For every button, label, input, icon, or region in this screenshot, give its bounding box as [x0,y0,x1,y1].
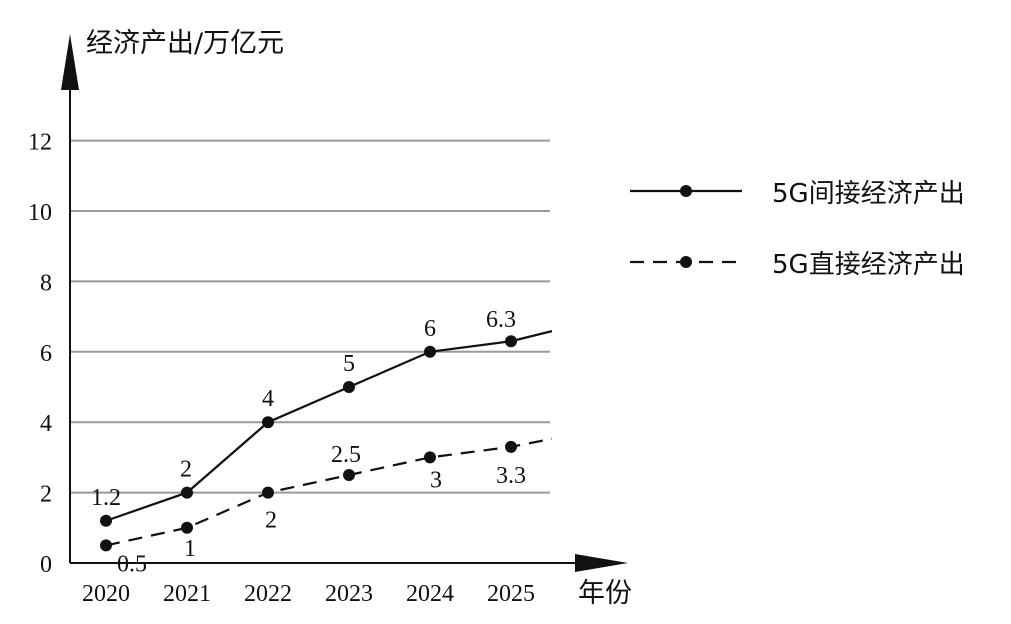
y-tick-label-4: 4 [40,411,52,437]
grid-layer [70,139,550,494]
x-axis-title: 年份 [578,578,632,609]
legend: 5G间接经济产出 5G直接经济产出 [630,179,965,280]
data-label-direct-2020: 0.5 [117,551,147,577]
x-axis-arrow [575,554,628,572]
data-point-indirect-2022 [262,416,274,429]
data-point-indirect-2023 [343,381,355,393]
data-label-direct-2021: 1 [184,536,196,562]
y-axis-arrow [61,34,79,90]
y-tick-label-8: 8 [40,270,52,296]
data-point-direct-2025 [505,440,517,453]
data-label-direct-2025: 3.3 [496,463,526,489]
series-layer [100,330,552,552]
data-point-indirect-2024 [424,345,436,358]
data-label-indirect-2021: 2 [180,457,192,483]
data-label-indirect-2024: 6 [424,316,436,342]
y-tick-label-0: 0 [40,552,52,578]
data-point-direct-2023 [343,469,355,481]
label-layer: 1.2 2 4 5 6 6.3 0.5 1 2 2.5 3 3.3 [91,307,526,577]
data-point-direct-2021 [181,521,193,534]
data-label-direct-2024: 3 [430,467,442,493]
y-tick-label-10: 10 [28,200,52,226]
x-tick-label-2023: 2023 [325,581,373,607]
data-label-direct-2022: 2 [265,508,277,534]
data-point-direct-2020 [100,539,112,552]
x-tick-label-2021: 2021 [163,581,211,607]
data-label-indirect-2020: 1.2 [91,485,121,511]
legend-marker-direct [680,256,692,268]
data-point-direct-2022 [262,486,274,499]
legend-label-direct: 5G直接经济产出 [772,250,965,280]
data-label-indirect-2025: 6.3 [486,307,516,333]
data-point-indirect-2021 [181,486,193,499]
data-label-indirect-2023: 5 [343,351,355,377]
x-tick-label-2024: 2024 [406,581,454,607]
y-axis-title: 经济产出/万亿元 [86,28,284,59]
data-point-indirect-2025 [505,335,517,348]
legend-label-indirect: 5G间接经济产出 [772,179,965,209]
data-label-direct-2023: 2.5 [331,442,361,468]
data-label-indirect-2022: 4 [262,386,274,412]
y-tick-label-12: 12 [28,130,52,156]
data-point-direct-2024 [424,451,436,464]
x-tick-label-2022: 2022 [244,581,292,607]
y-tick-label-6: 6 [40,341,52,367]
legend-marker-indirect [680,185,692,197]
y-tick-label-2: 2 [40,482,52,508]
x-tick-label-2025: 2025 [487,581,535,607]
x-tick-label-2020: 2020 [82,581,130,607]
data-point-indirect-2020 [100,514,112,527]
